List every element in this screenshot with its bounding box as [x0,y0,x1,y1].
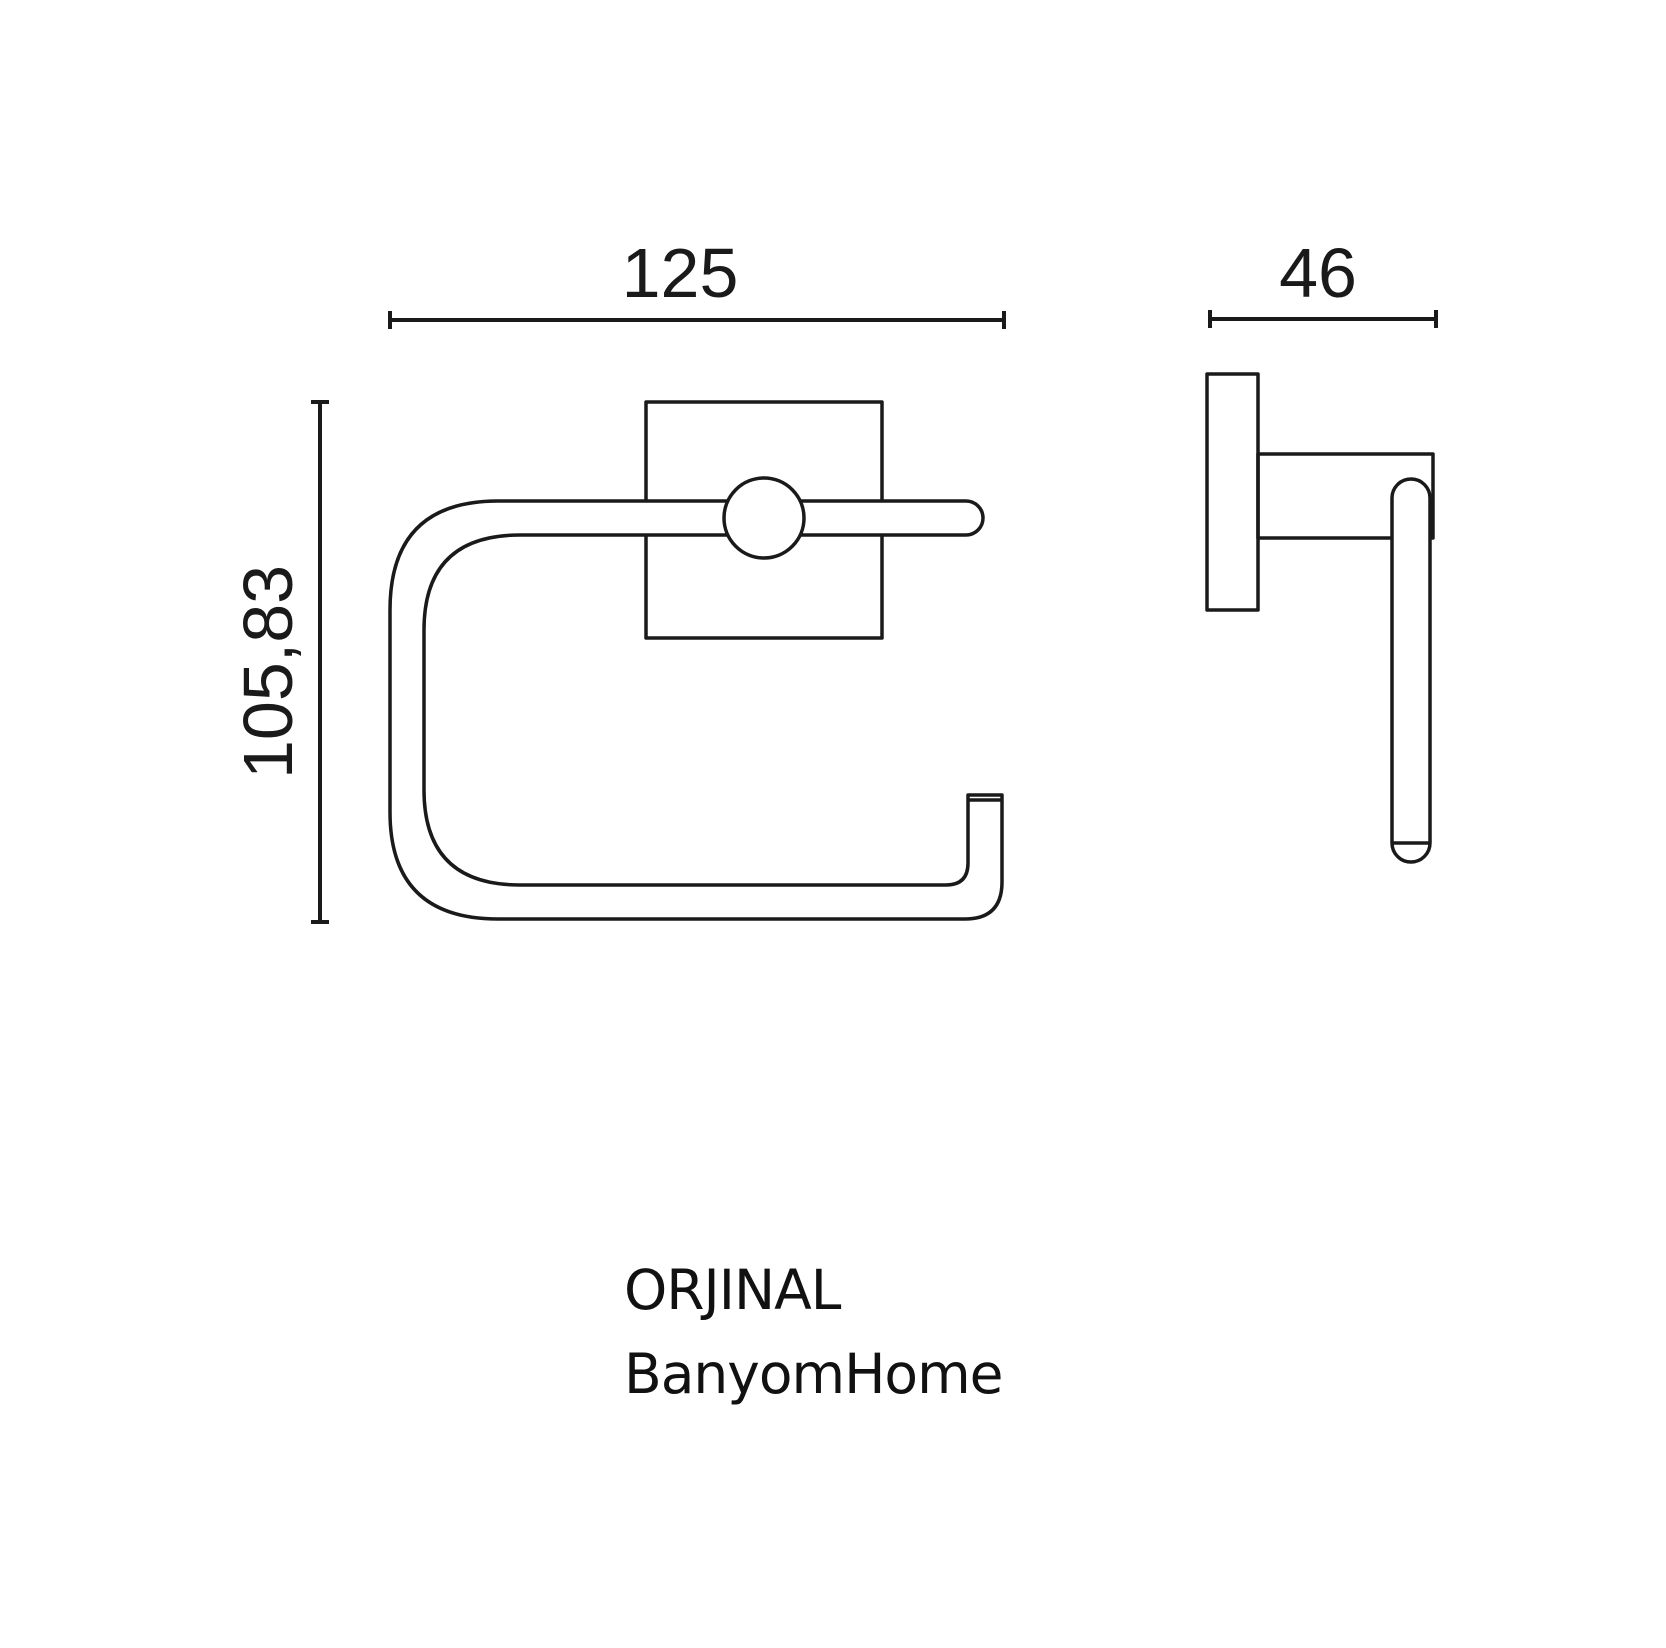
side-arm-bar [1390,477,1432,864]
brand-caption: ORJINAL BanyomHome [624,1248,1003,1416]
side-arm-connector [1256,452,1435,540]
side-view [1205,372,1435,864]
width-dimension [388,311,1006,329]
holder-arm-outline [388,499,1004,921]
height-dimension [311,400,329,924]
height-dimension-label: 105,83 [229,565,307,779]
width-dimension-label: 125 [622,234,739,312]
caption-line-brand: BanyomHome [624,1342,1003,1406]
mount-hub [722,476,806,560]
depth-dimension [1208,310,1438,328]
front-view [388,400,1004,921]
side-mount-plate [1205,372,1260,612]
depth-dimension-label: 46 [1279,234,1357,312]
caption-line-orjinal: ORJINAL [624,1258,841,1322]
